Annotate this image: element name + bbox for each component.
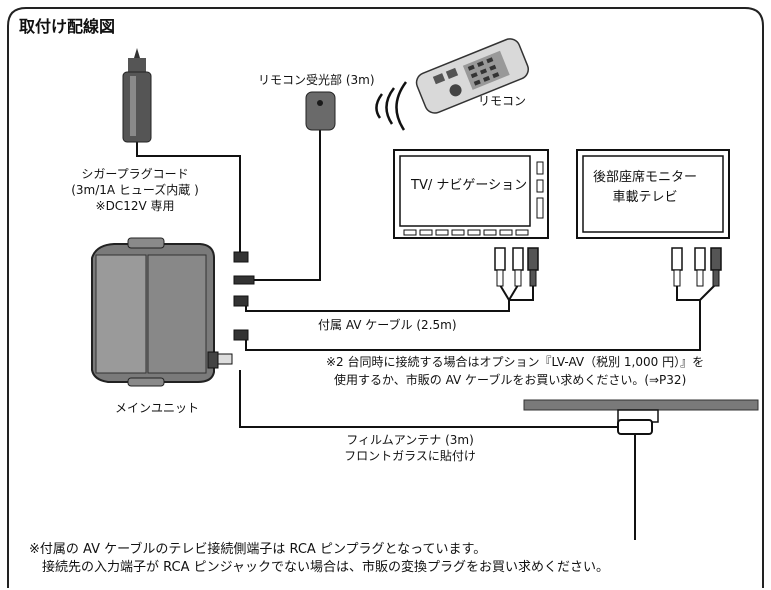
cigar-cord-line-3: ※DC12V 専用 [95,199,175,213]
av-cable-2-wire [245,284,716,351]
cigar-cord-wire [136,142,241,257]
rca-plugs-2-icon [671,247,722,287]
cigar-plug-icon [122,48,152,143]
remote-label: リモコン [478,94,527,108]
screen2-line-1: 後部座席モニター [592,170,697,185]
cigar-cord-line-1: シガープラグコード [81,167,189,181]
film-antenna-line-1: フィルムアンテナ (3m) [346,433,474,447]
frame-border [7,7,764,588]
navigation-screen-icon [393,149,549,239]
av-cable-label: 付属 AV ケーブル (2.5m) [318,318,457,332]
screen1-label: TV/ ナビゲーション [411,178,528,193]
rear-monitor-icon [576,149,730,239]
main-unit-label: メインユニット [115,401,200,415]
rca-plugs-1-icon [494,247,539,287]
antenna-wire [239,370,620,428]
film-antenna-icon [523,399,759,435]
wires [136,130,716,540]
av-cable-wire [245,284,534,312]
footnote-line-1: ※付属の AV ケーブルのテレビ接続側端子は RCA ピンプラグとなっています。 [29,542,487,557]
remote-receiver-wire [254,130,321,281]
screen2-line-2: 車載テレビ [612,190,678,205]
remote-control-icon [415,38,530,114]
footnote-line-2: 接続先の入力端子が RCA ピンジャックでない場合は、市販の変換プラグをお買い求… [29,560,609,575]
option-note-line-2: 使用するか、市販の AV ケーブルをお買い求めください。(⇒P32) [334,373,687,387]
film-antenna-label: フィルムアンテナ (3m) フロントガラスに貼付け [330,432,490,464]
remote-receiver-label: リモコン受光部 (3m) [258,73,375,87]
ir-signal-icon [375,81,408,131]
remote-receiver-icon [305,91,336,131]
cigar-cord-label: シガープラグコード (3m/1A ヒューズ内蔵 ) ※DC12V 専用 [70,166,200,214]
film-antenna-line-2: フロントガラスに貼付け [344,449,476,463]
cigar-cord-line-2: (3m/1A ヒューズ内蔵 ) [71,183,199,197]
option-note-line-1: ※2 台同時に接続する場合はオプション『LV-AV（税別 1,000 円）』を [326,355,705,369]
footnote: ※付属の AV ケーブルのテレビ接続側端子は RCA ピンプラグとなっています。… [29,541,609,577]
main-unit-icon [91,237,233,387]
diagram-title: 取付け配線図 [19,17,116,36]
screen2-label: 後部座席モニター 車載テレビ [590,168,700,208]
connector-icons [233,251,255,341]
